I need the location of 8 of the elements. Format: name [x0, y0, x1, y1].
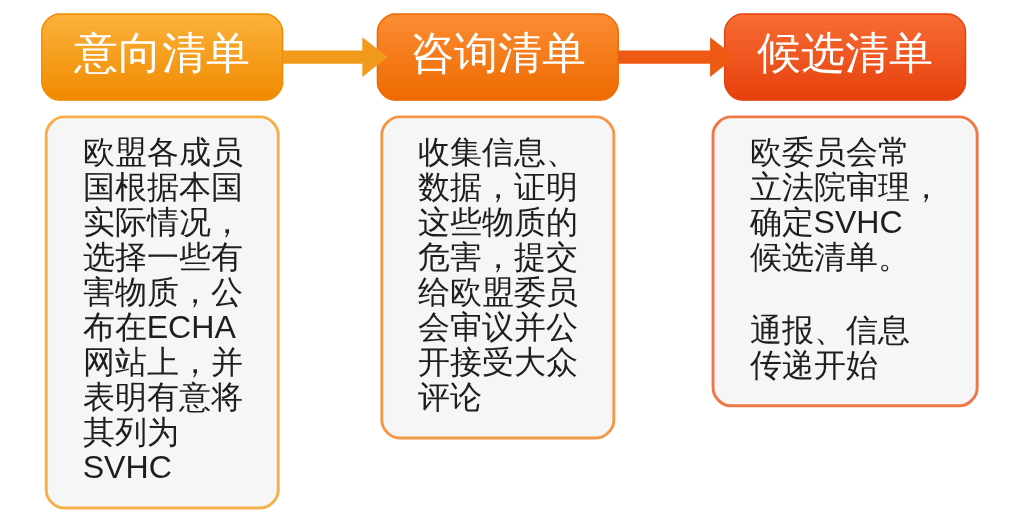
node-box: 咨询清单 — [376, 13, 619, 101]
arrow — [282, 37, 388, 77]
node-box: 候选清单 — [723, 13, 966, 101]
node-box: 欧委员会常立法院审理，确定SVHC候选清单。 通报、信息传递开始 — [711, 115, 979, 408]
node-box: 意向清单 — [40, 13, 283, 101]
arrow — [617, 37, 735, 77]
node-box: 欧盟各成员国根据本国实际情况，选择一些有害物质，公布在ECHA网站上，并表明有意将其列为SVHC — [44, 115, 280, 510]
node-box: 收集信息、数据，证明这些物质的危害，提交给欧盟委员会审议并公开接受大众评论 — [379, 115, 615, 440]
